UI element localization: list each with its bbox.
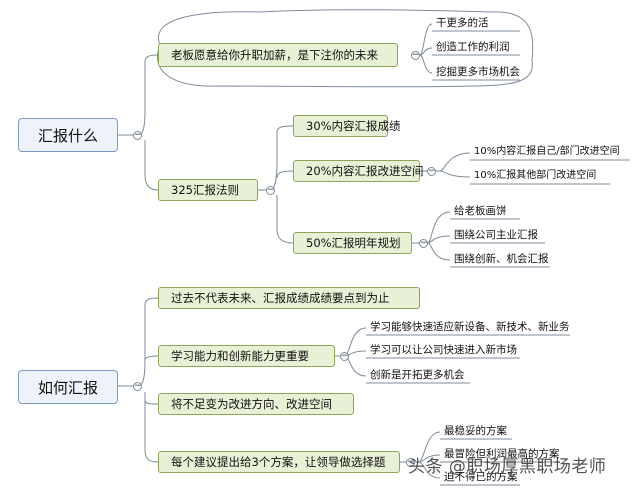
- branch-label: 20%内容汇报改进空间: [306, 164, 424, 178]
- leaf-item: 干更多的活: [436, 17, 489, 29]
- connector: [144, 355, 159, 361]
- leaf-item: 创新是开拓更多机会: [370, 369, 465, 381]
- leaf-item: 10%汇报其他部门改进空间: [474, 170, 597, 181]
- connector: [419, 54, 433, 74]
- branch-50-percent[interactable]: 50%汇报明年规划: [293, 232, 412, 254]
- branch-label: 学习能力和创新能力更重要: [171, 349, 309, 363]
- connector: [427, 235, 451, 244]
- connector: [276, 170, 294, 179]
- leaf-item: 挖掘更多市场机会: [436, 66, 520, 78]
- collapse-toggle-icon[interactable]: −: [411, 50, 420, 60]
- leaf-item: 围绕公司主业汇报: [454, 229, 538, 241]
- branch-boss[interactable]: 老板愿意给你升职加薪，是下注你的未来: [158, 43, 398, 67]
- connector: [118, 297, 159, 387]
- connector: [144, 392, 159, 405]
- leaf-item: 创造工作的利润: [436, 41, 510, 53]
- connector: [419, 47, 433, 56]
- branch-shortfall[interactable]: 将不足变为改进方向、改进空间: [158, 393, 354, 415]
- connector: [335, 327, 367, 357]
- connector: [439, 170, 471, 178]
- branch-label: 过去不代表未来、汇报成绩成绩要点到为止: [171, 291, 390, 305]
- leaf-item: 10%内容汇报自己/部门改进空间: [474, 146, 620, 157]
- root-node-how[interactable]: 如何汇报: [18, 370, 118, 404]
- branch-20-percent[interactable]: 20%内容汇报改进空间: [293, 160, 424, 182]
- leaf-item: 围绕创新、机会汇报: [454, 253, 549, 265]
- connector: [144, 400, 159, 463]
- connector: [412, 211, 451, 244]
- branch-label: 将不足变为改进方向、改进空间: [171, 397, 332, 411]
- branch-325-rule[interactable]: 325汇报法则: [158, 179, 258, 201]
- leaf-item: 学习可以让公司快速进入新市场: [370, 344, 517, 356]
- highlight-cloud: [157, 9, 534, 88]
- root-label: 汇报什么: [37, 126, 98, 145]
- branch-label: 30%内容汇报成绩: [306, 119, 401, 133]
- leaf-item: 迫不得已的方案: [444, 471, 518, 483]
- branch-30-percent[interactable]: 30%内容汇报成绩: [293, 115, 401, 137]
- branch-past[interactable]: 过去不代表未来、汇报成绩成绩要点到为止: [158, 287, 420, 309]
- collapse-toggle-icon[interactable]: −: [133, 381, 142, 391]
- branch-label: 老板愿意给你升职加薪，是下注你的未来: [171, 48, 378, 62]
- collapse-toggle-icon[interactable]: −: [133, 130, 142, 140]
- leaf-item: 最稳妥的方案: [444, 425, 507, 437]
- branch-learning[interactable]: 学习能力和创新能力更重要: [158, 345, 335, 367]
- leaf-item: 最冒险但利润最高的方案: [444, 448, 560, 460]
- root-node-what[interactable]: 汇报什么: [18, 118, 118, 152]
- branch-options[interactable]: 每个建议提出给3个方案，让领导做选择题: [158, 451, 400, 473]
- connector: [417, 461, 441, 479]
- watermark: 头条 @职场厚黑职场老师: [408, 457, 607, 477]
- connector: [427, 242, 451, 261]
- connector: [144, 140, 159, 191]
- connector: [417, 454, 441, 463]
- connector: [276, 195, 294, 244]
- leaf-item: 给老板画饼: [454, 205, 507, 217]
- connector: [258, 125, 294, 191]
- collapse-toggle-icon[interactable]: −: [419, 238, 428, 248]
- leaf-item: 学习能够快速适应新设备、新技术、新业务: [370, 321, 570, 333]
- branch-label: 50%汇报明年规划: [306, 236, 401, 250]
- connector: [118, 54, 159, 136]
- collapse-toggle-icon[interactable]: −: [340, 351, 349, 361]
- branch-label: 每个建议提出给3个方案，让领导做选择题: [171, 455, 386, 469]
- collapse-toggle-icon[interactable]: −: [406, 457, 415, 467]
- branch-label: 325汇报法则: [171, 183, 239, 197]
- root-label: 如何汇报: [37, 378, 98, 397]
- collapse-toggle-icon[interactable]: −: [266, 185, 275, 195]
- collapse-toggle-icon[interactable]: −: [427, 166, 436, 176]
